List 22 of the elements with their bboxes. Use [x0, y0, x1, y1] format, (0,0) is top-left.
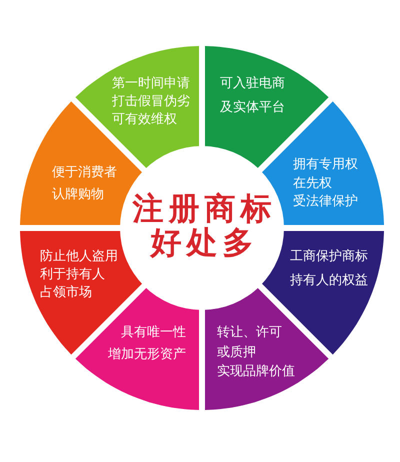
segment-text: 便于消费者: [52, 165, 117, 181]
segment-text: 或质押: [217, 345, 256, 361]
segment-text: 利于持有人: [40, 267, 105, 283]
segment-text: 工商保护商标: [290, 249, 368, 265]
segment-text: 认牌购物: [52, 187, 104, 203]
segment-text: 及实体平台: [220, 100, 285, 116]
segment-text: 增加无形资产: [108, 347, 186, 363]
segment-text: 第一时间申请: [112, 76, 190, 92]
segment-text: 打击假冒伪劣: [112, 94, 190, 110]
segment-text: 受法律保护: [293, 194, 358, 210]
center-title: 好处多: [150, 225, 258, 261]
segment-text: 占领市场: [40, 285, 92, 301]
segment-text: 具有唯一性: [121, 325, 186, 341]
segment-text: 实现品牌价值: [217, 364, 295, 380]
segment-text: 防止他人盗用: [40, 249, 118, 265]
segment-text: 转让、许可: [217, 325, 282, 341]
segment-text: 在先权: [293, 176, 332, 192]
center-title: 注册商标: [132, 191, 276, 227]
segment-text: 可入驻电商: [220, 76, 285, 92]
segment-text: 可有效维权: [112, 112, 177, 128]
segment-text: 持有人的权益: [290, 273, 368, 289]
segment-text: 拥有专用权: [293, 157, 358, 173]
